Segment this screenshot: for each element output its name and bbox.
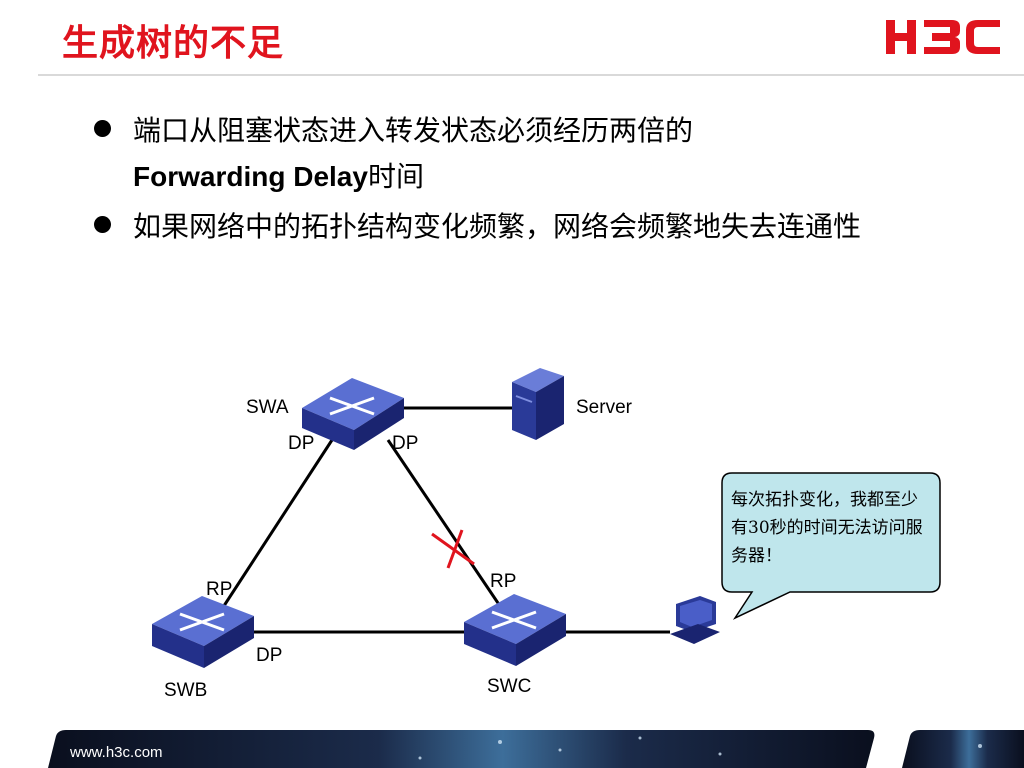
- bullet-text-tail: 时间: [367, 160, 424, 193]
- bullet-item: 端口从阻塞状态进入转发状态必须经历两倍的 Forwarding Delay时间: [94, 108, 914, 200]
- bullet-text: 如果网络中的拓扑结构变化频繁，网络会频繁地失去连通性: [133, 210, 862, 243]
- title-divider: [38, 74, 1024, 76]
- bullet-text-cn: 端口从阻塞状态进入转发状态必须经历两倍的: [133, 114, 694, 147]
- bullet-list: 端口从阻塞状态进入转发状态必须经历两倍的 Forwarding Delay时间 …: [94, 108, 914, 254]
- link-swa-swb: [216, 439, 334, 616]
- server-icon: [512, 368, 564, 440]
- bullet-text-latin: Forwarding Delay: [133, 161, 368, 192]
- port-label-swa-right: DP: [392, 433, 419, 454]
- pc-icon: [670, 596, 720, 644]
- switch-swa-icon: [302, 378, 404, 450]
- footer-band: [48, 730, 1024, 768]
- port-label-swa-left: DP: [288, 433, 315, 454]
- bullet-dot: [94, 120, 111, 137]
- device-label-swc: SWC: [487, 676, 532, 697]
- switch-swb-icon: [152, 596, 254, 668]
- h3c-logo: [886, 20, 1000, 54]
- port-label-swc-rp: RP: [490, 571, 517, 592]
- port-label-swb-dp: DP: [256, 645, 283, 666]
- callout-bubble: [721, 472, 941, 620]
- blocked-port-cross-icon: [431, 529, 475, 569]
- bullet-dot: [94, 216, 111, 233]
- bullet-text: 端口从阻塞状态进入转发状态必须经历两倍的 Forwarding Delay时间: [133, 108, 693, 200]
- link-swa-swc: [386, 439, 502, 607]
- callout-text: 每次拓扑变化，我都至少有30秒的时间无法访问服务器！: [731, 490, 923, 566]
- port-label-swb-rp: RP: [206, 579, 233, 600]
- device-label-swb: SWB: [164, 680, 208, 701]
- slide-title: 生成树的不足: [62, 23, 285, 64]
- bullet-item: 如果网络中的拓扑结构变化频繁，网络会频繁地失去连通性: [94, 204, 914, 250]
- footer-url-link[interactable]: www.h3c.com: [70, 744, 163, 761]
- device-label-server: Server: [576, 397, 632, 418]
- switch-swc-icon: [464, 594, 566, 666]
- device-label-swa: SWA: [246, 397, 289, 418]
